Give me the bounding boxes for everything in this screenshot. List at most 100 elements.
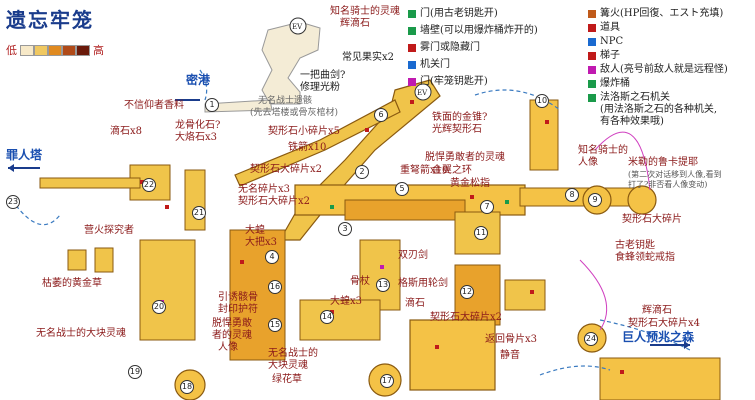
label-quiet: 静音 [500,350,520,361]
label-seal-ward: 封印护符 [218,304,258,315]
map-marker-16: 16 [268,280,282,294]
label-remains-note: (先去塔楼或骨灰棺材) [250,108,339,118]
map-left-room-b [184,169,206,231]
label-repair-powder: 修理光粉 [300,82,340,93]
map-room-b [504,279,546,311]
secret-door-icon [408,43,416,52]
label-human-form: 人像 [218,342,238,353]
gate-icon [408,9,416,18]
label-forgot-scroll: 不信仰者香料 [124,100,184,111]
label-secret-port: 密港 [186,73,211,87]
label-fire-x3: 大蝗x3 [330,296,363,307]
legend-secret-door: 雾门或隐藏门 [408,42,480,54]
map-marker-19: 19 [128,365,142,379]
label-gold-hand: 黄金松指 [450,178,490,189]
label-light-shard: 光辉契形石 [432,124,482,135]
label-iron-arrow: 铁箭x10 [288,142,327,153]
map-marker-1: 1 [205,98,219,112]
scale-swatch-2 [34,44,48,56]
label-warrior-soul-3: 大块灵魂 [268,360,308,371]
ev-marker [289,17,307,35]
legend-barrel: 爆炸桶 [588,78,630,90]
label-shard-x5: 契形石小碎片x5 [268,126,341,137]
label-brave-soul: 脱悍勇敢 [212,318,252,329]
map-small-room [67,249,87,271]
map-marker-5: 5 [395,182,409,196]
label-rock-fragment: 无名碎片x3 [238,184,291,195]
map-marker-2: 2 [355,165,369,179]
label-bone: 骨杖 [350,276,370,287]
legend-item: 道具 [588,22,620,34]
label-lost-remains: 无名战士遗骸 [258,96,313,106]
label-dual-sword: 双刃剑 [398,250,428,261]
legend-mechanism-note-2: 有各种效果哦) [600,116,664,127]
map-left-corridor [39,177,141,189]
label-brave-soul-2: 者的灵魂 [212,330,252,341]
legend-npc: NPC [588,36,623,48]
label-knight-shield: 铁面的金锥? [432,112,488,123]
label-common-fruit: 常见果实x2 [342,52,395,63]
map-marker-7: 7 [480,200,494,214]
label-curved-sword: 一把曲剑? [300,70,346,81]
label-broken-soul: 脱悍勇敢者的灵魂 [425,152,505,163]
map-room-g [599,357,721,400]
label-torch: 大把x3 [245,237,278,248]
label-shard-x2c: 契形石大碎片x2 [430,312,503,323]
label-drip-stone-x8: 滴石x8 [110,126,143,137]
map-small-room-2 [94,247,114,273]
ladder-icon [588,51,596,60]
map-room-e [299,299,381,341]
label-old-key: 古老钥匙 [615,240,655,251]
cell-key-icon [408,77,416,86]
legend-wall: 墙壁(可以用爆炸桶炸开的) [408,25,538,37]
label-shining-stone: 辉滴石 [340,18,370,29]
label-return-bone: 返回骨片x3 [485,334,538,345]
legend-cell-key: 门(牢笼钥匙开) [408,76,488,88]
map-corridor-link [204,99,273,113]
label-dragon-fossil: 龙骨化石? [175,120,221,131]
label-shard-x1: 契形石大碎片 [622,214,682,225]
label-rat-king: 米勒的鲁卡提耶 [628,157,698,168]
label-giant-forest: 巨人预兆之森 [622,330,695,344]
map-marker-15: 15 [268,318,282,332]
label-large-stone: 大烙石x3 [175,132,218,143]
switch-door-icon [408,60,416,69]
map-marker-6: 6 [374,108,388,122]
scale-low-label: 低 [6,44,17,57]
mechanism-icon [588,93,596,102]
label-warrior-soul-2: 无名战士的 [268,348,318,359]
map-marker-23: 23 [6,195,20,209]
ev-marker-2 [414,83,432,101]
map-marker-17: 17 [380,374,394,388]
arrow-right-head-icon [684,341,690,349]
legend-mechanism: 法洛斯之石机关 [588,92,670,104]
map-marker-4: 4 [265,250,279,264]
map-far-east-rotunda [627,185,657,215]
enemy-icon [588,65,596,74]
arrow-left-head-icon [8,164,14,172]
map-marker-14: 14 [320,310,334,324]
label-knight-soul-3: 人像 [578,157,598,168]
scale-bar [20,44,90,56]
map-room-f [409,319,496,391]
map-marker-22: 22 [142,178,156,192]
scale-high-label: 高 [93,44,104,57]
map-marker-20: 20 [152,300,166,314]
label-rat-note-2: 打了?非否看人像变动) [628,180,708,189]
map-marker-3: 3 [338,222,352,236]
map-marker-18: 18 [180,380,194,394]
label-yellow-herb: 枯萎的黄金草 [42,278,102,289]
item-icon [588,23,596,32]
legend-switch-door: 机关门 [408,59,450,71]
map-legend: 门(用古老钥匙开) 墙壁(可以用爆炸桶炸开的) 雾门或隐藏门 机关门 门(牢笼钥… [408,8,753,138]
map-marker-9: 9 [588,193,602,207]
map-lower-left-block [139,239,196,341]
label-shard-x2: 契形石大碎片x2 [250,164,323,175]
legend-ladder: 梯子 [588,50,620,62]
legend-mechanism-note: (用法洛斯之石的各种机关, [600,104,718,115]
map-marker-11: 11 [474,226,488,240]
route-dashed-5 [539,365,611,376]
map-marker-10: 10 [535,94,549,108]
label-iron-golem: 食蜂领蛇戒指 [615,252,675,263]
barrel-icon [588,79,596,88]
